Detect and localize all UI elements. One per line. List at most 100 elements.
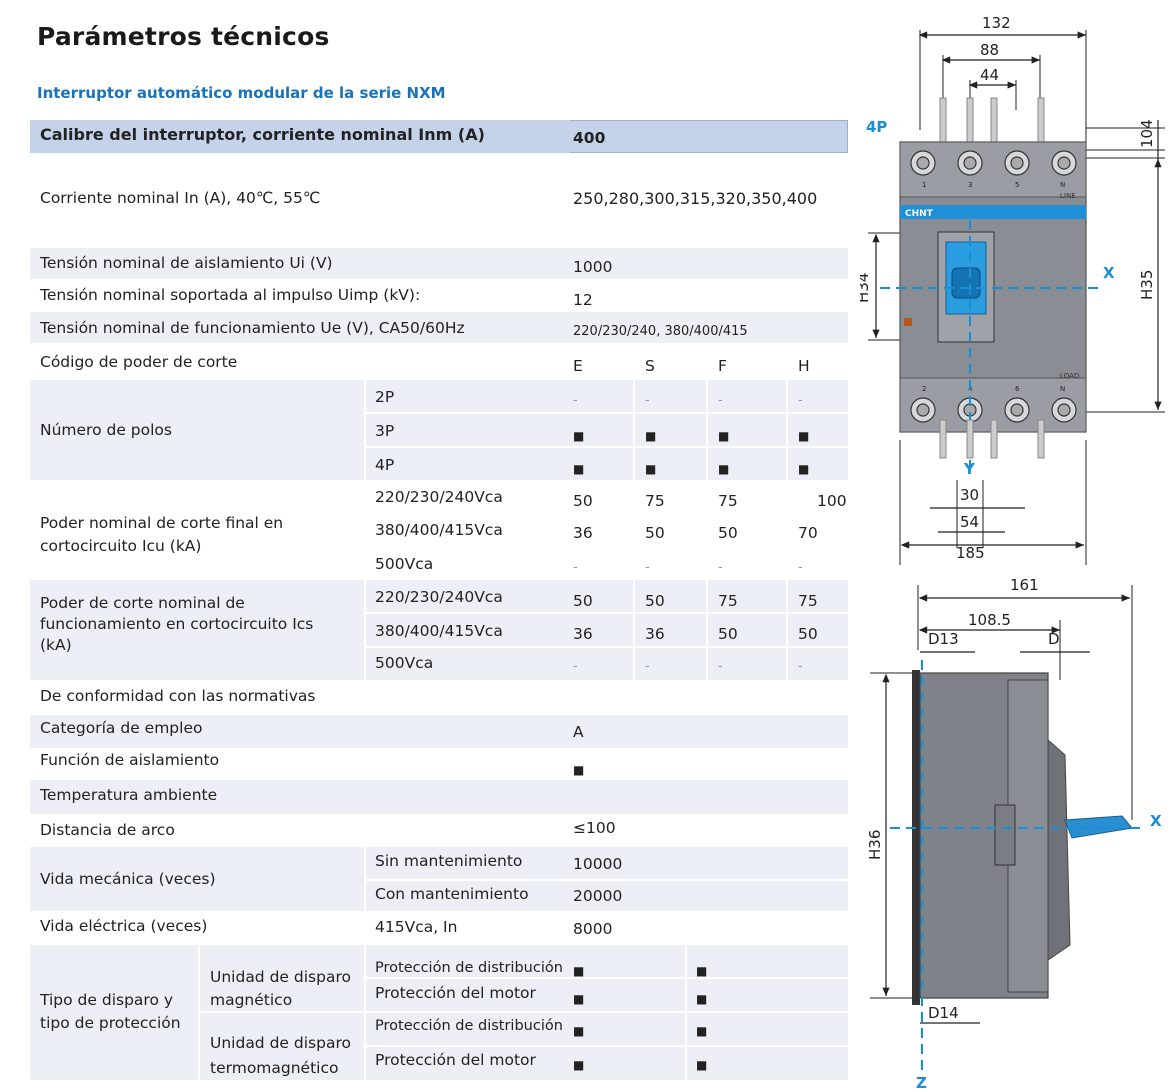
dim-88: 88 xyxy=(980,41,999,59)
icu-row2-label: 380/400/415Vca xyxy=(375,521,503,539)
poles-2p-s: - xyxy=(645,393,650,408)
poles-3p-h: ■ xyxy=(798,429,810,443)
code-f: F xyxy=(718,357,727,375)
terminal-top-n: N xyxy=(1060,181,1065,189)
code-h: H xyxy=(798,357,810,375)
header-label: Calibre del interruptor, corriente nomin… xyxy=(40,125,485,144)
ics-row1-f: 75 xyxy=(718,592,738,610)
icu-row2-h: 70 xyxy=(798,524,818,542)
dim-30: 30 xyxy=(960,486,979,504)
trip-g2-row1-label: Protección de distribución xyxy=(375,1018,563,1034)
poles-4p-e: ■ xyxy=(573,462,585,476)
axis-x-front: X xyxy=(1103,264,1115,282)
elec-label: Vida eléctrica (veces) xyxy=(40,917,208,935)
load-label: LOAD xyxy=(1060,372,1079,380)
poles-3p: 3P xyxy=(375,422,395,440)
poles-label: Número de polos xyxy=(40,421,172,439)
icu-row3-label: 500Vca xyxy=(375,555,434,573)
trip-group1-label: Unidad de disparo magnético xyxy=(210,968,351,1009)
ics-row1-e: 50 xyxy=(573,592,593,610)
dim-104: 104 xyxy=(1138,119,1156,148)
ics-row2-s: 36 xyxy=(645,625,665,643)
trip-g1-row2-v1: ■ xyxy=(573,992,585,1006)
ics-row3-h: - xyxy=(798,659,803,674)
ue-value: 220/230/240, 380/400/415 xyxy=(573,324,748,339)
header-value: 400 xyxy=(573,129,606,147)
page-subtitle: Interruptor automático modular de la ser… xyxy=(37,84,446,102)
ui-label: Tensión nominal de aislamiento Ui (V) xyxy=(40,254,333,272)
code-s: S xyxy=(645,357,655,375)
dim-d14: D14 xyxy=(928,1004,959,1022)
trip-g1-row1-label: Protección de distribución xyxy=(375,960,563,976)
terminal-bottom-2: 2 xyxy=(922,385,926,393)
poles-2p: 2P xyxy=(375,388,395,406)
poles-4p-s: ■ xyxy=(645,462,657,476)
ics-row1-h: 75 xyxy=(798,592,818,610)
poles-2p-e: - xyxy=(573,393,578,408)
ics-row2-label: 380/400/415Vca xyxy=(375,622,503,640)
ics-row1-s: 50 xyxy=(645,592,665,610)
terminal-bottom-n: N xyxy=(1060,385,1065,393)
ics-row2-e: 36 xyxy=(573,625,593,643)
dim-185: 185 xyxy=(956,544,985,562)
dim-108: 108.5 xyxy=(968,611,1011,629)
terminal-bottom-6: 6 xyxy=(1015,385,1020,393)
code-e: E xyxy=(573,357,583,375)
trip-label: Tipo de disparo y tipo de protección xyxy=(40,991,181,1032)
poles-4p-h: ■ xyxy=(798,462,810,476)
pole-label: 4P xyxy=(866,118,887,136)
icu-label: Poder nominal de corte final en cortocir… xyxy=(40,514,284,555)
dim-h36: H36 xyxy=(866,830,884,860)
terminal-top-3: 3 xyxy=(968,181,972,189)
trip-g1-row1-v2: ■ xyxy=(696,964,708,978)
line-label: LINE xyxy=(1060,192,1076,200)
category-label: Categoría de empleo xyxy=(40,719,203,737)
dim-h34: H34 xyxy=(860,273,872,303)
isolation-value: ■ xyxy=(573,763,585,777)
front-view-drawing: 132 88 44 104 H35 H34 4P CHNT LINE LOAD xyxy=(860,14,1165,565)
icu-row1-h: 100 xyxy=(817,492,847,510)
poles-4p-f: ■ xyxy=(718,462,730,476)
elec-value: 8000 xyxy=(573,920,613,938)
page-title: Parámetros técnicos xyxy=(37,22,330,51)
ics-row2-h: 50 xyxy=(798,625,818,643)
ics-row3-s: - xyxy=(645,659,650,674)
terminal-top-5: 5 xyxy=(1015,181,1019,189)
mech-row2-value: 20000 xyxy=(573,887,623,905)
uimp-value: 12 xyxy=(573,291,593,309)
conformity-label: De conformidad con las normativas xyxy=(40,687,316,705)
trip-g1-row2-label: Protección del motor xyxy=(375,984,536,1002)
category-value: A xyxy=(573,723,584,741)
header-band-right xyxy=(570,120,848,153)
poles-2p-h: - xyxy=(798,393,803,408)
side-view-drawing: 161 108.5 D13 D H36 X Z D14 xyxy=(866,576,1162,1092)
ics-row3-e: - xyxy=(573,659,578,674)
trip-group2-label: Unidad de disparo termomagnético xyxy=(210,1034,351,1077)
icu-row3-s: - xyxy=(645,560,650,575)
header-band-left xyxy=(30,120,570,153)
elec-cond: 415Vca, In xyxy=(375,918,458,936)
rated-current-label: Corriente nominal In (A), 40℃, 55℃ xyxy=(40,189,321,207)
spec-table: Calibre del interruptor, corriente nomin… xyxy=(30,120,848,1080)
mech-row1-label: Sin mantenimiento xyxy=(375,852,523,870)
arc-value: ≤100 xyxy=(573,819,616,837)
ics-row2-f: 50 xyxy=(718,625,738,643)
trip-g1-row1-v1: ■ xyxy=(573,964,585,978)
dim-d: D xyxy=(1048,630,1060,648)
ambient-label: Temperatura ambiente xyxy=(40,786,218,804)
dim-h35: H35 xyxy=(1138,270,1156,300)
axis-x-side: X xyxy=(1150,812,1162,830)
ics-row1-label: 220/230/240Vca xyxy=(375,588,503,606)
trip-g2-row2-v2: ■ xyxy=(696,1058,708,1072)
mech-row2-label: Con mantenimiento xyxy=(375,885,529,903)
icu-row1-s: 75 xyxy=(645,492,665,510)
isolation-label: Función de aislamiento xyxy=(40,751,220,769)
terminal-top-1: 1 xyxy=(922,181,926,189)
poles-4p: 4P xyxy=(375,456,395,474)
rated-current-value: 250,280,300,315,320,350,400 xyxy=(573,189,818,208)
trip-g1-row2-v2: ■ xyxy=(696,992,708,1006)
axis-y-front: Y xyxy=(963,460,976,478)
ics-row3-label: 500Vca xyxy=(375,654,434,672)
icu-row2-s: 50 xyxy=(645,524,665,542)
code-label: Código de poder de corte xyxy=(40,353,238,371)
